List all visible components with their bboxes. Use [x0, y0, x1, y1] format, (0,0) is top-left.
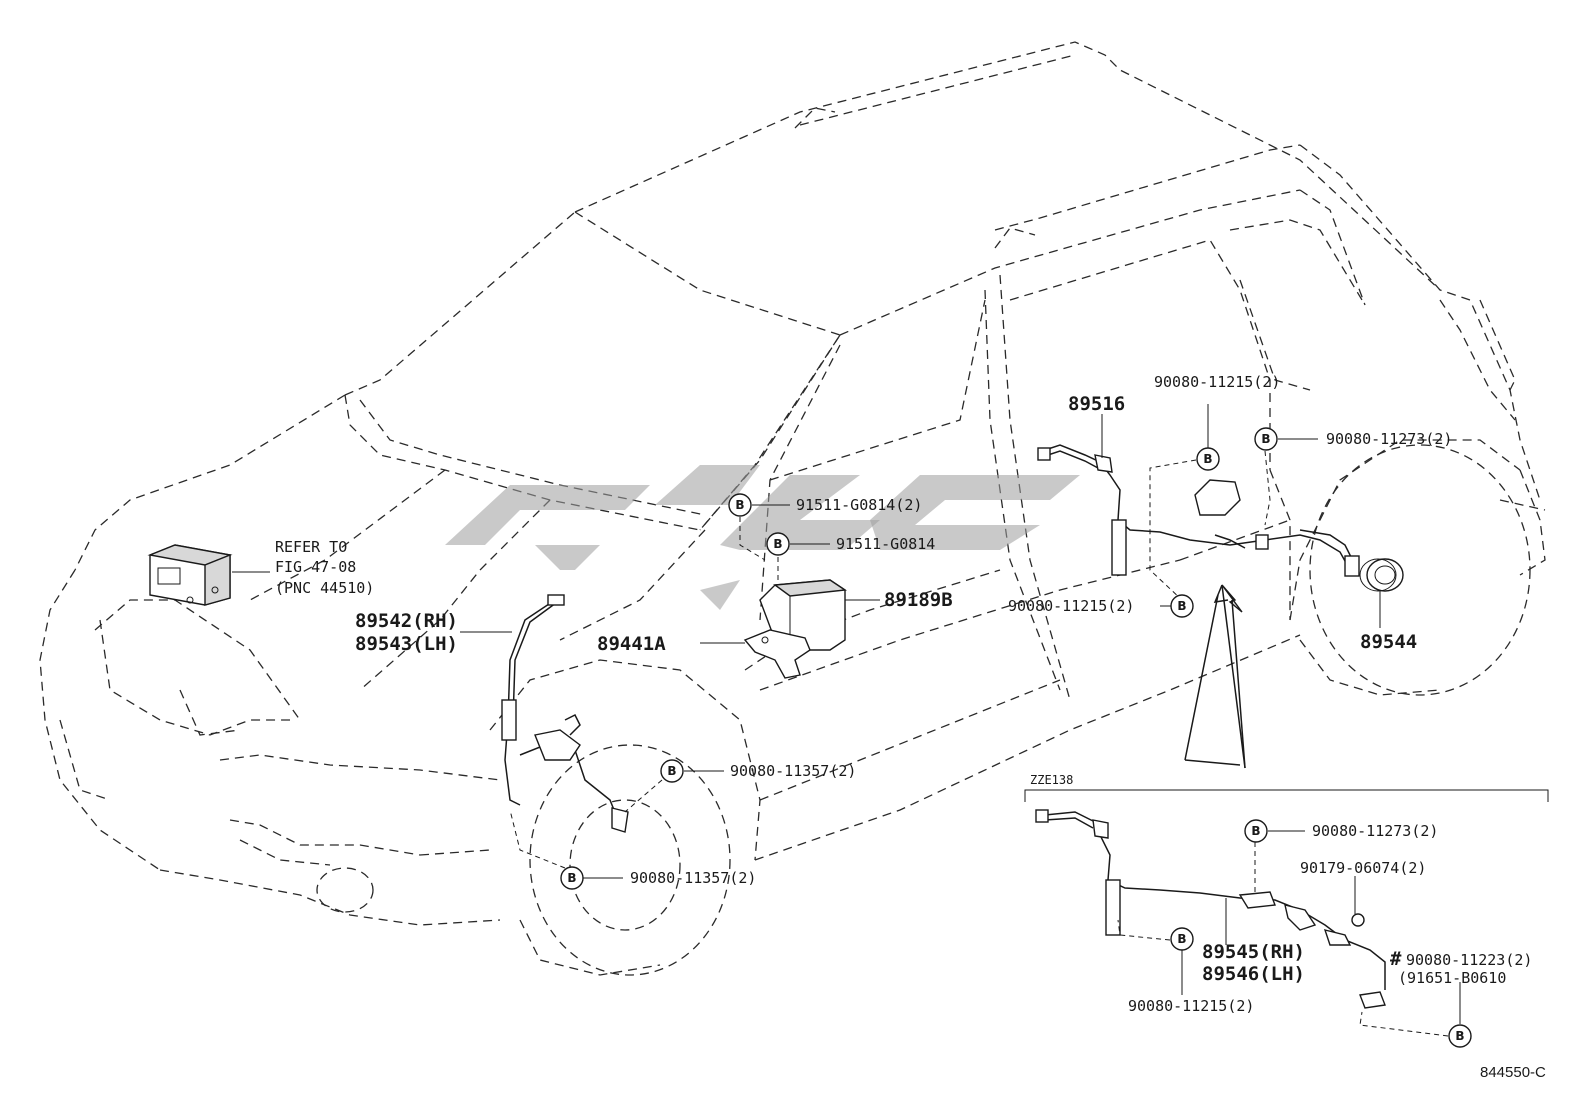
- bolt-badge-icon-5: B: [1170, 594, 1194, 618]
- bolt-badge-icon-6: B: [660, 759, 684, 783]
- abs-actuator-part: [147, 544, 270, 606]
- label-91651-b0610: (91651-B0610: [1398, 969, 1506, 987]
- label-90080-11357-b: 90080-11357(2): [630, 869, 756, 887]
- label-90080-11215-inset: 90080-11215(2): [1128, 997, 1254, 1015]
- svg-text:B: B: [735, 498, 744, 512]
- label-89546: 89546(LH): [1202, 963, 1305, 985]
- label-89542: 89542(RH): [355, 610, 458, 632]
- refer-note-line2: FIG 47-08: [275, 558, 356, 576]
- fastener-leaders: [509, 404, 1461, 1037]
- bolt-badge-icon-9: B: [1170, 927, 1194, 951]
- label-hash-mark: #: [1390, 948, 1402, 970]
- bolt-badge-icon-1: B: [728, 493, 752, 517]
- label-89441a: 89441A: [597, 633, 666, 655]
- bolt-badge-icon-2: B: [766, 532, 790, 556]
- label-90080-11273-top: 90080-11273(2): [1326, 430, 1452, 448]
- refer-note-line3: (PNC 44510): [275, 579, 374, 597]
- sensor-bracket-part: [700, 629, 811, 679]
- figure-code: 844550-C: [1480, 1064, 1546, 1081]
- label-89516: 89516: [1068, 393, 1125, 415]
- label-90080-11215-mid: 90080-11215(2): [1008, 597, 1134, 615]
- label-89189b: 89189B: [884, 589, 953, 611]
- bolt-badge-icon-10: B: [1448, 1024, 1472, 1048]
- rear-bearing-part: [1359, 558, 1404, 628]
- svg-text:B: B: [773, 537, 782, 551]
- label-90080-11223: 90080-11223(2): [1406, 951, 1532, 969]
- svg-text:B: B: [1203, 452, 1212, 466]
- inset-sensor-wire-part: [1035, 809, 1386, 1009]
- svg-text:B: B: [567, 871, 576, 885]
- svg-text:B: B: [1455, 1029, 1464, 1043]
- rear-sensor-wire-part: [1037, 414, 1360, 577]
- label-90080-11357-a: 90080-11357(2): [730, 762, 856, 780]
- label-89543: 89543(LH): [355, 633, 458, 655]
- svg-text:B: B: [1261, 432, 1270, 446]
- section-label-zze138: ZZE138: [1030, 773, 1073, 787]
- label-90179-06074: 90179-06074(2): [1300, 859, 1426, 877]
- svg-text:B: B: [1177, 599, 1186, 613]
- bolt-badge-icon-4: B: [1254, 427, 1278, 451]
- svg-text:B: B: [667, 764, 676, 778]
- bolt-badge-icon-7: B: [560, 866, 584, 890]
- label-90080-11273-inset: 90080-11273(2): [1312, 822, 1438, 840]
- watermark-logo: [445, 465, 1080, 610]
- svg-text:B: B: [1251, 824, 1260, 838]
- svg-text:B: B: [1177, 932, 1186, 946]
- refer-note-line1: REFER TO: [275, 538, 347, 556]
- label-89544: 89544: [1360, 631, 1417, 653]
- zze138-inset-frame: [1024, 584, 1549, 802]
- label-91511-g0814-2: 91511-G0814(2): [796, 496, 922, 514]
- label-89545: 89545(RH): [1202, 941, 1305, 963]
- label-90080-11215-top: 90080-11215(2): [1154, 373, 1280, 391]
- label-91511-g0814: 91511-G0814: [836, 535, 935, 553]
- bolt-badge-icon-8: B: [1244, 819, 1268, 843]
- bolt-badge-icon-3: B: [1196, 447, 1220, 471]
- front-speed-sensor-part: [460, 594, 629, 833]
